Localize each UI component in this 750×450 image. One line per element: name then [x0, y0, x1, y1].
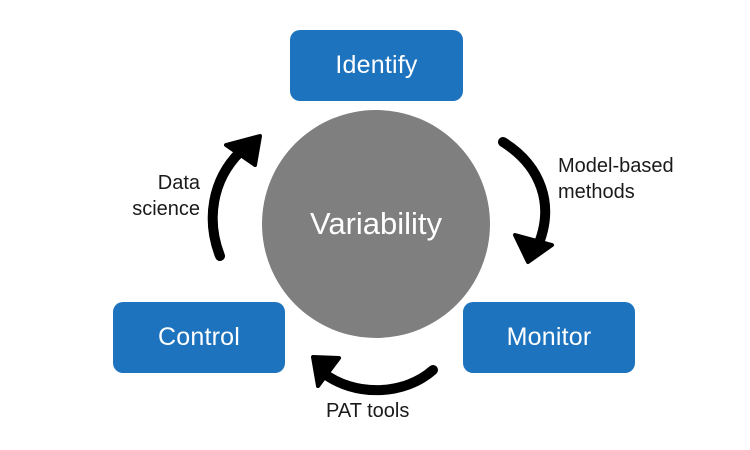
transition-label-line: Data: [157, 172, 200, 194]
arrow-identify-to-monitor: [498, 137, 554, 264]
transition-label-line: methods: [558, 181, 635, 203]
center-label: Variability: [309, 206, 443, 241]
center-circle: Variability: [262, 110, 490, 338]
transition-label-line: Model-based: [558, 155, 674, 177]
arrow-control-to-identify: [207, 134, 262, 261]
transition-label-line: science: [132, 198, 200, 220]
transition-label-line: PAT tools: [326, 400, 410, 422]
transition-label-pat-tools: PAT tools: [326, 398, 409, 424]
transition-label-data-science: Data science: [108, 170, 200, 222]
step-monitor-label: Monitor: [506, 323, 592, 351]
step-control-box: Control: [113, 302, 285, 373]
transition-label-model-based: Model-based methods: [558, 153, 674, 205]
step-identify-label: Identify: [335, 51, 418, 79]
step-control-label: Control: [158, 323, 240, 351]
step-monitor-box: Monitor: [463, 302, 635, 373]
arrow-monitor-to-control: [311, 355, 438, 396]
step-identify-box: Identify: [290, 30, 463, 101]
